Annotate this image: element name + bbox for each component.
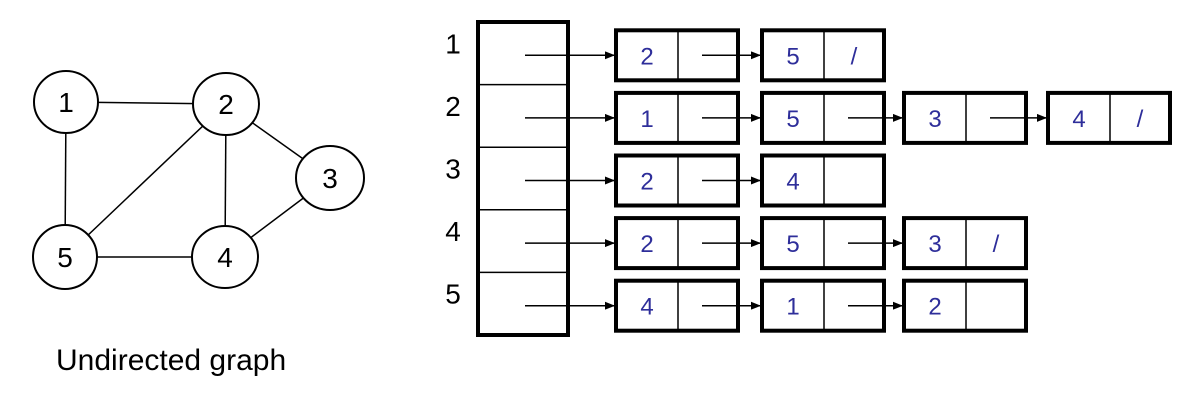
list-node-value: 2 (640, 169, 653, 196)
list-node: 5 (760, 216, 903, 271)
list-node: 2 (614, 153, 761, 208)
graph-node-4: 4 (191, 225, 259, 289)
graph-node-1: 1 (33, 70, 99, 134)
row-index-label: 3 (445, 154, 461, 185)
graph-node-label: 5 (57, 242, 73, 273)
list-node: 4 (760, 153, 886, 208)
list-node-box (760, 153, 886, 208)
graph-node-label: 4 (217, 242, 233, 273)
list-node: 2 (614, 28, 761, 83)
list-node-null-marker: / (1137, 106, 1144, 133)
graph-node-5: 5 (32, 224, 98, 290)
graph-caption: Undirected graph (56, 344, 286, 377)
list-node: 1 (760, 278, 903, 333)
list-node-value: 5 (786, 231, 799, 258)
row-index-label: 2 (445, 91, 461, 122)
list-node: 5 (760, 90, 903, 145)
list-node-value: 1 (786, 294, 799, 321)
list-node-value: 5 (786, 106, 799, 133)
graph-node-circle (295, 145, 365, 211)
list-node-box (902, 216, 1028, 271)
graph-node-label: 3 (322, 163, 338, 194)
row-index-label: 1 (445, 28, 461, 59)
graph-node-circle (192, 72, 260, 136)
row-index-label: 5 (445, 279, 461, 310)
graph-node-label: 2 (218, 89, 234, 120)
list-node: 5/ (760, 28, 886, 83)
graph-nodes: 1 2 3 4 5 (32, 70, 365, 290)
row-index-label: 4 (445, 216, 461, 247)
list-node: 4 (614, 278, 761, 333)
list-node-value: 2 (928, 294, 941, 321)
graph-edges (64, 101, 331, 258)
graph-node-circle (33, 70, 99, 134)
list-node-box (760, 28, 886, 83)
list-node: 2 (902, 278, 1028, 333)
head-array (476, 20, 570, 337)
list-node-value: 4 (640, 294, 653, 321)
list-row-3: 3 2 4 (445, 153, 886, 208)
list-node-null-marker: / (851, 43, 858, 70)
graph-edge-2-5 (64, 103, 227, 258)
list-node-value: 4 (786, 169, 799, 196)
list-node: 1 (614, 90, 761, 145)
list-node: 3 (902, 90, 1047, 145)
list-node: 2 (614, 216, 761, 271)
list-node-value: 2 (640, 231, 653, 258)
list-node-value: 2 (640, 43, 653, 70)
list-node-value: 3 (928, 231, 941, 258)
list-node-value: 3 (928, 106, 941, 133)
list-node-null-marker: / (993, 231, 1000, 258)
undirected-graph: 1 2 3 4 5 (32, 70, 365, 290)
list-node: 4/ (1046, 90, 1172, 145)
graph-node-2: 2 (192, 72, 260, 136)
list-node-value: 5 (786, 43, 799, 70)
list-node: 3/ (902, 216, 1028, 271)
graph-node-circle (191, 225, 259, 289)
graph-node-label: 1 (58, 87, 74, 118)
list-row-5: 5 4 1 2 (445, 278, 1028, 333)
list-node-box (902, 278, 1028, 333)
list-node-box (1046, 90, 1172, 145)
graph-node-3: 3 (295, 145, 365, 211)
list-node-value: 1 (640, 106, 653, 133)
list-node-value: 4 (1072, 106, 1085, 133)
graph-node-circle (32, 224, 98, 290)
